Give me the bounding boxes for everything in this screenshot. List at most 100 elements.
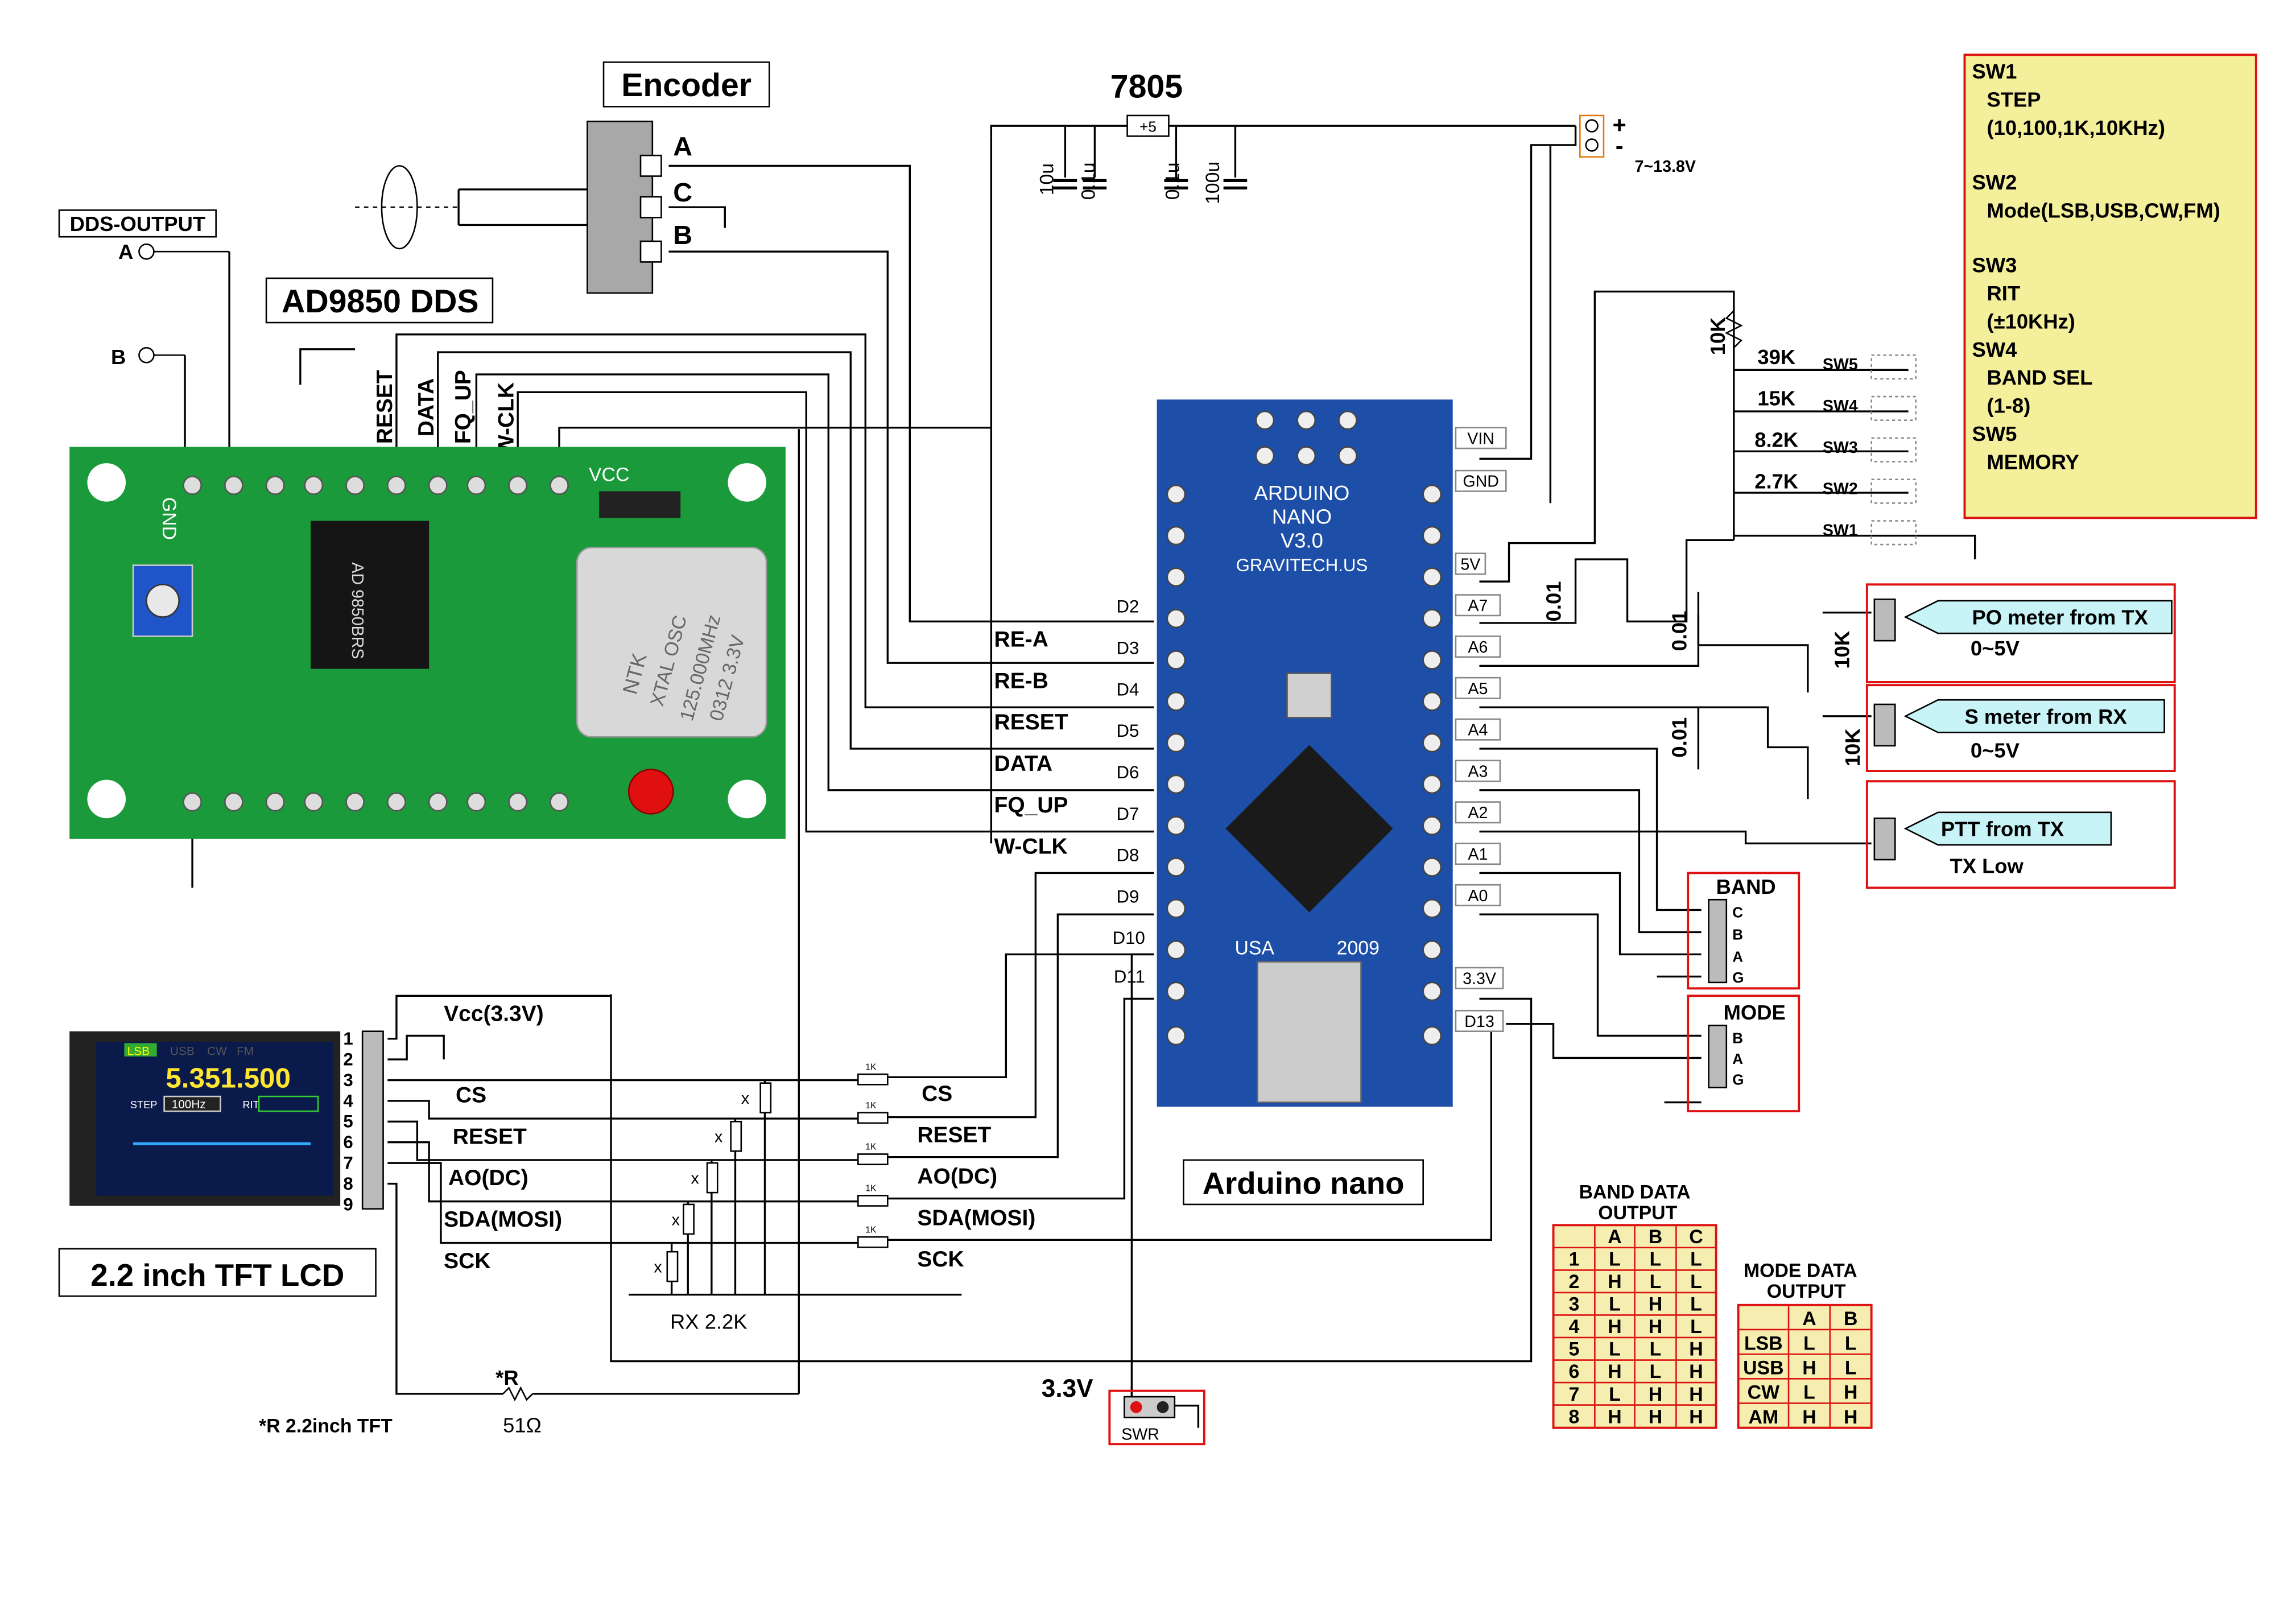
band-table-cell: L xyxy=(1650,1271,1662,1293)
pin-d10: D10 xyxy=(1113,928,1145,948)
dds-chip-text: AD 9850BRS xyxy=(348,562,366,659)
pin-d3: D3 xyxy=(1117,638,1139,658)
dds-output-label-box xyxy=(58,209,217,238)
s-meter-range: 0~5V xyxy=(1971,739,2020,762)
regulator-box xyxy=(1126,114,1170,137)
pin-5v: 5V xyxy=(1460,555,1480,573)
sig-reset: RESET xyxy=(994,710,1068,735)
po-meter-box xyxy=(1865,583,2176,683)
po-meter-label: PO meter from TX xyxy=(1972,606,2148,629)
encoder-pin-b: B xyxy=(673,220,692,250)
band-table-cell: H xyxy=(1649,1316,1662,1338)
band-table-cell: 2 xyxy=(1569,1271,1580,1293)
regulator-block: 7805 +5 10u 0.1u 0.1u 100u + - 7~13.8V xyxy=(1036,69,1696,204)
x-mark-5: x xyxy=(654,1258,662,1277)
r-ohm: 51Ω xyxy=(503,1413,542,1437)
res-8k2: 8.2K xyxy=(1754,428,1798,451)
sw3-label: SW3 xyxy=(1823,439,1858,457)
dds-silk-gnd: GND xyxy=(158,497,180,540)
legend-line-11: SW4 xyxy=(1972,338,2017,361)
legend-line-1: SW1 xyxy=(1972,60,2017,83)
lcd-pin-2: 2 xyxy=(343,1049,353,1069)
sig-fqup: FQ_UP xyxy=(994,793,1068,818)
mode-table-cell: USB xyxy=(1743,1357,1783,1379)
lcd-rit-label: RIT xyxy=(242,1099,259,1111)
legend-line-15: MEMORY xyxy=(1987,450,2079,473)
legend-line-8: SW3 xyxy=(1972,254,2017,277)
nano-mcu xyxy=(1225,745,1393,913)
band-table-header-cell: B xyxy=(1649,1226,1662,1248)
band-table-cell: H xyxy=(1608,1361,1621,1383)
mode-table-cell: H xyxy=(1844,1382,1857,1404)
s-meter-callout xyxy=(1903,699,2165,733)
res-1k-2: 1K xyxy=(865,1101,877,1111)
lcd-frequency: 5.351.500 xyxy=(166,1063,291,1094)
lcd-left-sda: SDA(MOSI) xyxy=(444,1207,562,1232)
band-table-header-cell: C xyxy=(1689,1226,1703,1248)
nano-label: Arduino nano xyxy=(1203,1166,1405,1201)
po-meter-range: 0~5V xyxy=(1971,637,2020,660)
dds-silk-vcc: VCC xyxy=(589,464,629,485)
band-table-cell: 8 xyxy=(1569,1406,1580,1427)
band-table-cell: H xyxy=(1689,1339,1703,1360)
dds-pin-data: DATA xyxy=(414,378,439,437)
band-table-cell: L xyxy=(1609,1294,1621,1315)
pin-a2: A2 xyxy=(1468,804,1488,822)
s-meter-box xyxy=(1865,684,2176,772)
lcd-right-cs: CS xyxy=(922,1082,952,1106)
sw5-label: SW5 xyxy=(1823,356,1858,374)
cap-a6: 0.01 xyxy=(1668,611,1691,651)
band-table-cell: L xyxy=(1609,1384,1621,1405)
band-table-cell: L xyxy=(1690,1316,1702,1338)
sig-re-b: RE-B xyxy=(994,669,1048,693)
swr-label: SWR xyxy=(1121,1425,1159,1443)
res-2k7: 2.7K xyxy=(1754,469,1798,493)
ptt-note: TX Low xyxy=(1950,854,2024,877)
legend-line-5: SW2 xyxy=(1972,171,2017,194)
dds-out-b: B xyxy=(111,345,126,369)
mode-table-cell: AM xyxy=(1749,1406,1779,1428)
lcd-title-box xyxy=(58,1248,377,1297)
band-table-cell: H xyxy=(1649,1406,1662,1427)
legend-line-9: RIT xyxy=(1987,282,2020,305)
mode-table-cell: CW xyxy=(1748,1382,1779,1404)
res-1k-3: 1K xyxy=(865,1142,877,1152)
regulator-box-label: +5 xyxy=(1139,118,1157,135)
band-table-cell: L xyxy=(1690,1294,1702,1315)
dds-out-a: A xyxy=(118,240,133,263)
r-note-text: *R 2.2inch TFT xyxy=(259,1415,393,1437)
pin-vin: VIN xyxy=(1467,430,1494,448)
pin-a0: A0 xyxy=(1468,887,1488,905)
cap-0.1u-a: 0.1u xyxy=(1077,162,1099,200)
analog-inputs: 0.01 0.01 0.01 10K 10K PO meter from TX … xyxy=(1542,581,2176,889)
regulator-title: 7805 xyxy=(1110,69,1183,105)
band-table-cell: 6 xyxy=(1569,1361,1580,1383)
pin-a7: A7 xyxy=(1468,597,1488,615)
pot-10k-1: 10K xyxy=(1831,631,1854,669)
power-plus: + xyxy=(1613,112,1626,138)
dds-chip xyxy=(311,521,430,669)
lcd-mode-cw: CW xyxy=(207,1045,227,1058)
band-table-cell: L xyxy=(1650,1339,1662,1360)
encoder-pin-c: C xyxy=(673,178,692,207)
mode-pin-g: G xyxy=(1732,1071,1744,1088)
legend-line-12: BAND SEL xyxy=(1987,366,2092,389)
po-meter-callout xyxy=(1903,600,2173,634)
cap-a7: 0.01 xyxy=(1542,581,1566,622)
x-mark-3: x xyxy=(691,1170,699,1188)
power-minus: - xyxy=(1616,133,1624,159)
band-table-cell: 4 xyxy=(1569,1316,1580,1338)
res-1k-4: 1K xyxy=(865,1184,877,1194)
band-table-cell: H xyxy=(1649,1294,1662,1315)
lcd-pin-5: 5 xyxy=(343,1112,353,1132)
legend-line-14: SW5 xyxy=(1972,422,2017,445)
tft-lcd: LSB USB CW FM 5.351.500 STEP 100Hz RIT 1… xyxy=(58,1001,1035,1333)
supply-range: 7~13.8V xyxy=(1635,158,1696,176)
legend-line-2: STEP xyxy=(1987,88,2041,111)
mode-table-title-2: OUTPUT xyxy=(1767,1281,1846,1302)
ptt-label: PTT from TX xyxy=(1941,817,2064,840)
nano-signal-labels: RE-A RE-B RESET DATA FQ_UP W-CLK xyxy=(994,628,1068,859)
lcd-pin-6: 6 xyxy=(343,1132,353,1152)
band-table-title-1: BAND DATA xyxy=(1579,1182,1691,1203)
